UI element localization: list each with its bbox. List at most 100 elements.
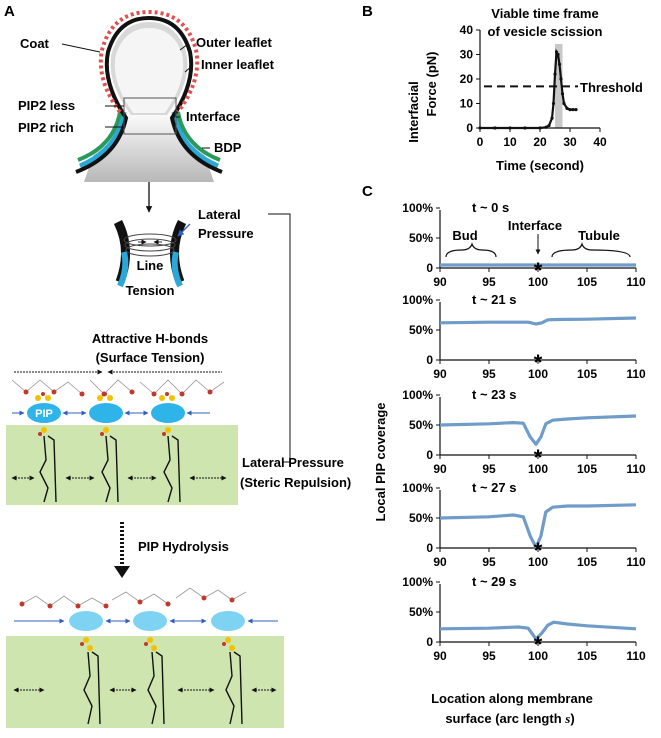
panel-a: A (4, 3, 351, 728)
c-x-tick-label: 95 (482, 367, 496, 381)
tail (91, 651, 101, 725)
c-x-tick-label: 95 (482, 275, 496, 289)
b-x-tick-label: 20 (533, 135, 547, 149)
time-title: t ~ 0 s (472, 200, 509, 215)
interface-marker: * (534, 538, 543, 563)
force-point (565, 106, 569, 110)
light-head-2 (133, 611, 167, 631)
tubule-label: Tubule (578, 228, 620, 243)
c-y-tick-label: 50% (409, 605, 433, 619)
neck-zoom (113, 219, 191, 288)
c-x-tick-label: 100 (528, 462, 548, 476)
b-ylabel-1: Interfacial (406, 81, 421, 142)
pip2-rich-label: PIP2 rich (18, 120, 74, 135)
headgroups-bottom (83, 637, 235, 651)
lateral-pressure-arrow (177, 223, 191, 237)
outer-pointer (179, 43, 189, 51)
threshold-label: Threshold (580, 80, 643, 95)
c-x-tick-label: 105 (577, 275, 597, 289)
panel-a-letter: A (4, 3, 15, 20)
hydrolysis-arrow-head (114, 566, 130, 578)
coverage-line (439, 620, 637, 641)
c-y-tick-label: 0 (426, 353, 433, 367)
c-x-tick-label: 100 (528, 275, 548, 289)
tail (225, 651, 235, 725)
bdp-label: BDP (214, 140, 242, 155)
bdp-left (77, 111, 122, 162)
bead (129, 389, 135, 395)
inner-leaflet-left (79, 111, 127, 169)
force-point (562, 101, 566, 106)
c-x-tick-label: 90 (433, 462, 447, 476)
headgroups-bottom-red (80, 642, 226, 646)
c-x-tick-label: 110 (626, 555, 646, 569)
b-y-tick-label: 0 (466, 121, 473, 135)
c-y-tick-label: 0 (426, 261, 433, 275)
force-point (544, 125, 548, 129)
b-x-tick-label: 30 (563, 135, 577, 149)
time-title: t ~ 21 s (472, 292, 516, 307)
c-y-tick-label: 50% (409, 231, 433, 245)
force-point (550, 116, 554, 120)
c-x-tick-label: 100 (528, 649, 548, 663)
bead (151, 391, 157, 397)
c-x-tick-label: 95 (482, 555, 496, 569)
c-x-tick-label: 90 (433, 275, 447, 289)
c-x-tick-label: 95 (482, 649, 496, 663)
tail (233, 651, 243, 725)
c-x-tick-label: 90 (433, 555, 447, 569)
carb-chain-2 (89, 379, 133, 395)
tail (101, 435, 111, 503)
free-beads (19, 595, 235, 609)
pip2-less-label: PIP2 less (18, 98, 75, 113)
tail (147, 651, 157, 725)
interface-region-label: Interface (508, 218, 562, 233)
outer-leaflet-label: Outer leaflet (196, 35, 273, 50)
bilayer-top (6, 425, 238, 505)
b-y-tick-label: 10 (460, 97, 474, 111)
c-x-tick-label: 110 (626, 275, 646, 289)
b-y-tick-label: 30 (460, 48, 474, 62)
force-point (556, 52, 560, 57)
force-point (559, 77, 563, 81)
interface-marker: * (534, 632, 543, 657)
pip2-head-label: PIP (35, 408, 53, 420)
line-tension-label-1: Line (137, 258, 164, 273)
c-y-tick-label: 0 (426, 541, 433, 555)
force-point (538, 126, 542, 130)
coverage-line (439, 316, 637, 326)
bead (179, 391, 185, 397)
tail (171, 435, 181, 503)
b-x-tick-label: 0 (477, 135, 484, 149)
line-tension-ring-1 (123, 233, 177, 247)
panel-c: C Local PIP coverage Location along memb… (362, 183, 646, 726)
c-y-tick-label: 50% (409, 511, 433, 525)
coat-dashes (98, 9, 200, 114)
line-tension-ring-3 (125, 243, 175, 257)
interface-label: Interface (186, 109, 240, 124)
lateral-pressure-label-1: Lateral (198, 207, 241, 222)
force-point (553, 72, 557, 76)
bud-illustration (61, 9, 223, 182)
b-x-tick-label: 10 (503, 135, 517, 149)
c-y-tick-label: 100% (402, 201, 433, 215)
carb-chain-1 (11, 379, 83, 395)
lateral-bracket (268, 213, 291, 463)
c-y-tick-label: 100% (402, 293, 433, 307)
force-point (547, 123, 551, 128)
inner-pointer (184, 65, 193, 73)
force-point (557, 62, 562, 66)
panel-b: B Viable time frame of vesicle scission … (362, 3, 643, 173)
b-y-tick-label: 20 (460, 72, 474, 86)
b-x-tick-label: 40 (593, 135, 607, 149)
bud-brace (445, 242, 497, 258)
c-y-tick-label: 100% (402, 388, 433, 402)
c-ylabel: Local PIP coverage (373, 403, 388, 522)
coverage-line (439, 414, 637, 446)
bilayer-bottom (6, 636, 284, 728)
interface-marker: * (534, 350, 543, 375)
interface-marker: * (534, 445, 543, 470)
